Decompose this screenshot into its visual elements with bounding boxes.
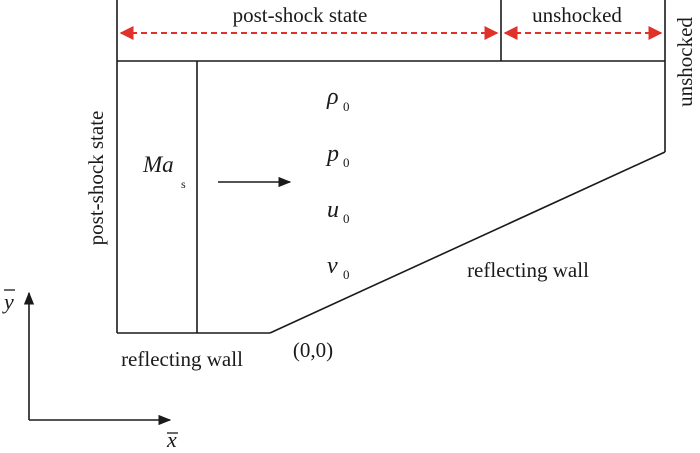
var-v: v	[327, 253, 338, 279]
mach-number-symbol: Ma	[142, 152, 174, 177]
top-label-post-shock: post-shock state	[233, 3, 368, 27]
var-u-subscript: 0	[343, 211, 350, 226]
coordinate-axes: y x	[2, 289, 178, 452]
var-p: p	[325, 141, 339, 167]
side-label-unshocked: unshocked	[673, 17, 697, 107]
label-reflecting-wall-bottom: reflecting wall	[121, 347, 243, 371]
var-rho: ρ	[326, 84, 339, 110]
domain-outline	[116, 60, 666, 334]
y-axis-label: y	[2, 289, 14, 314]
side-label-post-shock: post-shock state	[84, 111, 108, 246]
domain-sloped-wall	[269, 151, 666, 334]
top-region-ticks	[116, 0, 666, 61]
var-rho-subscript: 0	[343, 99, 350, 114]
mach-number-subscript: s	[181, 177, 186, 191]
var-p-subscript: 0	[343, 155, 350, 170]
label-reflecting-wall-slope: reflecting wall	[467, 258, 589, 282]
var-v-subscript: 0	[343, 267, 350, 282]
var-u: u	[327, 197, 339, 223]
x-axis-label: x	[166, 427, 177, 452]
origin-label: (0,0)	[293, 338, 333, 362]
top-label-unshocked: unshocked	[532, 3, 622, 27]
